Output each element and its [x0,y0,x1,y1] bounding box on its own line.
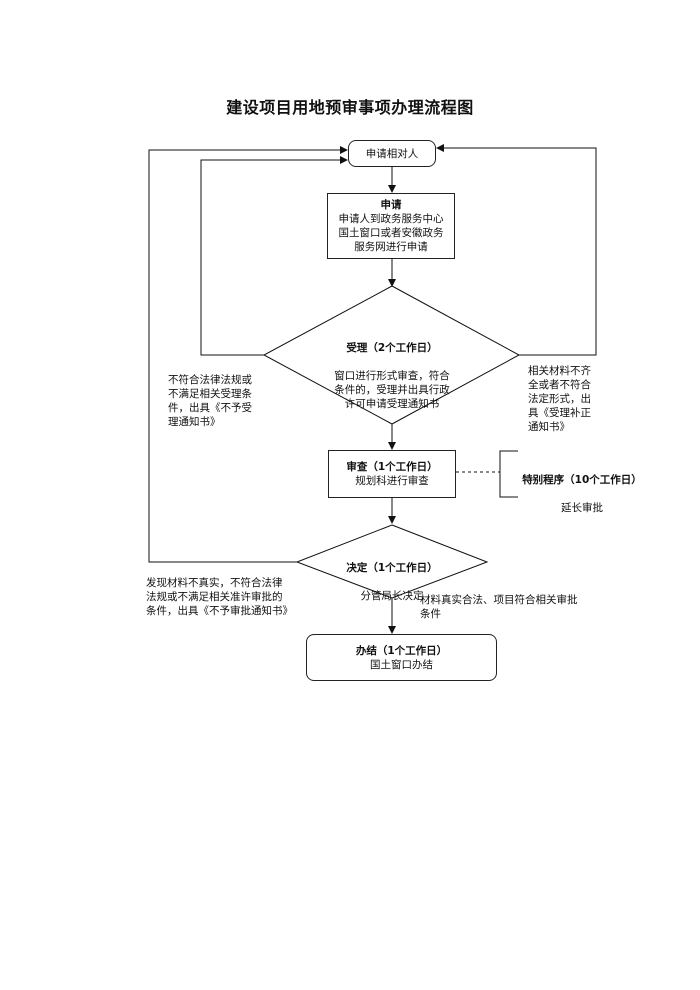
note-reject-accept: 不符合法律法规或 不满足相关受理条 件，出具《不予受 理通知书》 [168,374,252,428]
note-incomplete-materials: 相关材料不齐 全或者不符合 法定形式，出 具《受理补正 通知书》 [528,365,591,433]
review-body: 规划科进行审查 [355,475,429,487]
review-heading: 审查（1个工作日） [346,461,438,473]
decide-heading: 决定（1个工作日） [346,562,438,574]
loop-decide-to-applicant [148,146,348,563]
apply-body: 申请人到政务服务中心 国土窗口或者安徽政务 服务网进行申请 [338,213,444,253]
finish-body: 国土窗口办结 [370,658,433,671]
apply-node: 申请 申请人到政务服务中心 国土窗口或者安徽政务 服务网进行申请 [327,193,455,259]
loop-accept-left-to-applicant [200,156,348,356]
apply-heading: 申请 [380,199,402,211]
special-bracket [499,450,518,498]
review-node: 审查（1个工作日） 规划科进行审查 [328,450,456,498]
note-reject-approve: 发现材料不真实，不符合法律 法规或不满足相关准许审批的 条件，出具《不予审批通知… [146,577,293,617]
decide-diamond [295,524,489,599]
accept-heading: 受理（2个工作日） [346,342,438,354]
special-node-text: 特别程序（10个工作日） 延长审批 [518,459,646,529]
page-title: 建设项目用地预审事项办理流程图 [226,98,474,117]
finish-node: 办结（1个工作日） 国土窗口办结 [306,634,497,681]
special-heading: 特别程序（10个工作日） [522,474,642,486]
loop-accept-right-to-applicant [436,144,597,356]
accept-node-text: 受理（2个工作日） 窗口进行形式审查，符合 条件的，受理并出具行政 许可申请受理… [312,327,472,425]
accept-body: 窗口进行形式审查，符合 条件的，受理并出具行政 许可申请受理通知书 [334,370,450,410]
special-body: 延长审批 [561,502,603,514]
decide-body: 分管局长决定 [360,590,424,602]
accept-diamond [262,285,521,425]
decide-node-text: 决定（1个工作日） 分管局长决定 [322,547,462,617]
note-approve: 材料真实合法、项目符合相关审批 条件 [420,594,578,620]
applicant-label: 申请相对人 [365,147,419,160]
finish-heading: 办结（1个工作日） [355,644,448,657]
applicant-node: 申请相对人 [348,140,436,167]
